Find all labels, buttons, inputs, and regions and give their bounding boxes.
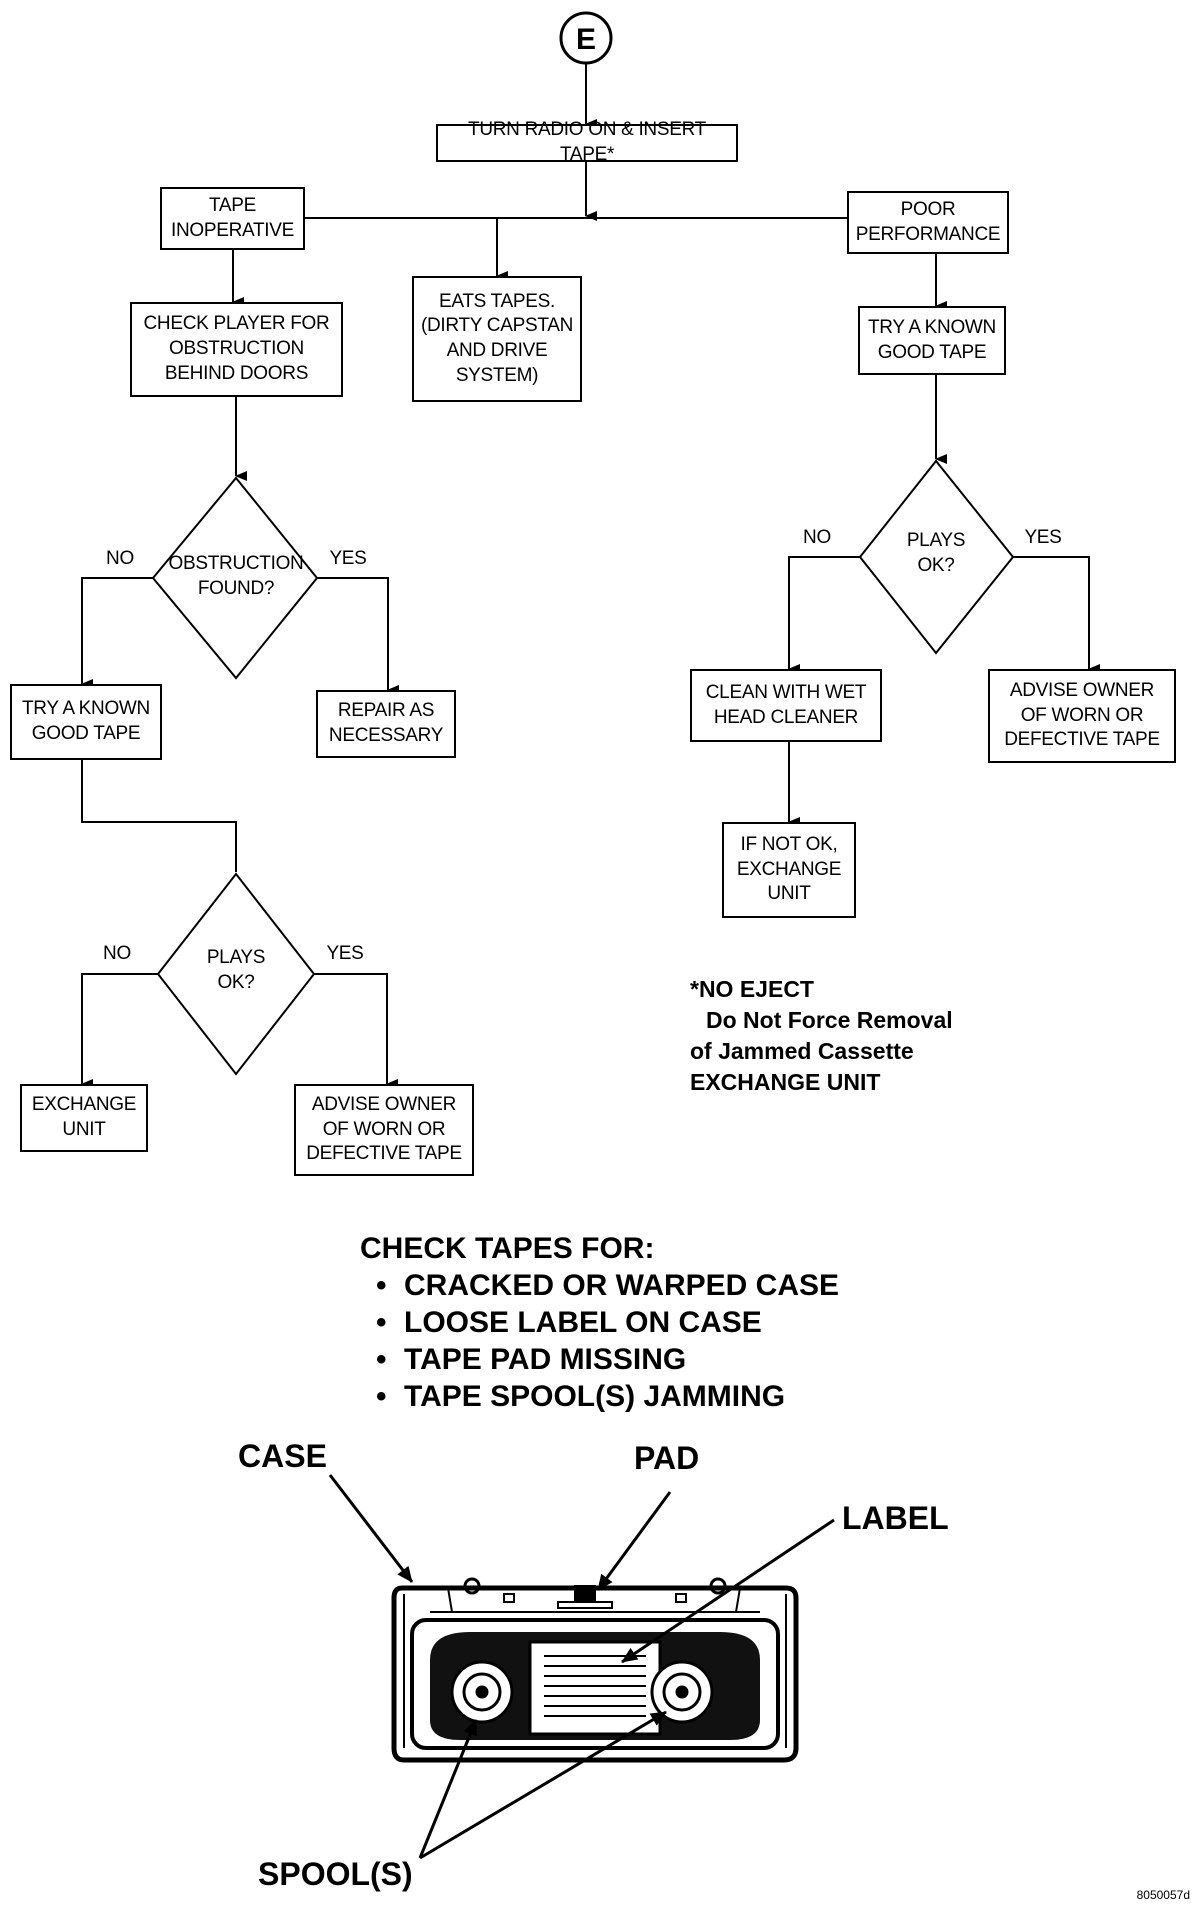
plays-ok-left-label: PLAYS OK? xyxy=(206,947,266,993)
eats-tapes-box: EATS TAPES. (DIRTY CAPSTAN AND DRIVE SYS… xyxy=(412,276,582,402)
case-leader-line xyxy=(328,1474,414,1583)
checklist-item: •LOOSE LABEL ON CASE xyxy=(376,1306,762,1339)
tape-inoperative-box: TAPE INOPERATIVE xyxy=(160,187,305,250)
repair-as-necessary-box: REPAIR AS NECESSARY xyxy=(316,690,456,758)
cassette-spool-left xyxy=(450,1660,514,1724)
decision-diamond-plays-ok-right xyxy=(858,459,1015,655)
advise-owner-left-box: ADVISE OWNER OF WORN OR DEFECTIVE TAPE xyxy=(294,1084,474,1176)
if-not-ok-box: IF NOT OK, EXCHANGE UNIT xyxy=(722,822,856,918)
note-line: *NO EJECT xyxy=(690,976,814,1002)
checklist-heading: CHECK TAPES FOR: xyxy=(360,1232,655,1265)
label-callout: LABEL xyxy=(842,1500,949,1536)
spools-callout: SPOOL(S) xyxy=(258,1856,413,1892)
check-player-box: CHECK PLAYER FOR OBSTRUCTION BEHIND DOOR… xyxy=(130,302,343,397)
connector-line xyxy=(788,556,860,674)
label-leader-line xyxy=(621,1518,835,1664)
case-callout: CASE xyxy=(238,1438,327,1474)
bullet-icon: • xyxy=(376,1269,387,1302)
bullet-icon: • xyxy=(376,1306,387,1339)
spool-leader-line-right xyxy=(419,1710,667,1860)
connector-line xyxy=(81,973,158,1089)
cassette-illustration xyxy=(391,1577,799,1763)
pad-leader-line xyxy=(596,1491,672,1591)
yes-label: YES xyxy=(326,943,364,964)
cassette-spool-right xyxy=(650,1660,714,1724)
checklist-item: •TAPE PAD MISSING xyxy=(376,1343,687,1376)
advise-owner-right-box: ADVISE OWNER OF WORN OR DEFECTIVE TAPE xyxy=(988,669,1176,763)
no-label: NO xyxy=(803,527,831,548)
start-connector-letter: E xyxy=(576,23,596,56)
bullet-icon: • xyxy=(376,1380,387,1413)
try-known-tape-right-box: TRY A KNOWN GOOD TAPE xyxy=(858,306,1006,375)
connector-line xyxy=(81,577,153,689)
yes-label: YES xyxy=(329,548,367,569)
plays-ok-right-label: PLAYS OK? xyxy=(906,530,966,576)
checklist-item: •TAPE SPOOL(S) JAMMING xyxy=(376,1380,786,1413)
cassette-pad xyxy=(574,1585,596,1603)
decision-diamond-obstruction xyxy=(151,476,319,680)
note-line: Do Not Force Removal xyxy=(706,1007,953,1033)
exchange-unit-box: EXCHANGE UNIT xyxy=(20,1084,148,1152)
check-tapes-list: CHECK TAPES FOR: •CRACKED OR WARPED CASE… xyxy=(360,1230,839,1415)
no-label: NO xyxy=(106,548,134,569)
try-known-tape-left-box: TRY A KNOWN GOOD TAPE xyxy=(10,684,162,760)
no-label: NO xyxy=(103,943,131,964)
poor-performance-box: POOR PERFORMANCE xyxy=(847,191,1009,254)
no-eject-note: *NO EJECT Do Not Force Removal of Jammed… xyxy=(690,974,953,1098)
decision-diamond-plays-ok-left xyxy=(156,872,316,1076)
turn-radio-on-box: TURN RADIO ON & INSERT TAPE* xyxy=(436,119,738,165)
note-line: of Jammed Cassette xyxy=(690,1038,914,1064)
figure-id: 8050057d xyxy=(1136,1888,1190,1902)
start-connector: E xyxy=(559,11,613,65)
obstruction-found-label: OBSTRUCTION FOUND? xyxy=(168,553,304,599)
clean-head-box: CLEAN WITH WET HEAD CLEANER xyxy=(690,669,882,742)
yes-label: YES xyxy=(1024,527,1062,548)
spool-leader-line-left xyxy=(418,1719,478,1859)
pad-callout: PAD xyxy=(634,1440,700,1476)
bullet-icon: • xyxy=(376,1343,387,1376)
note-line: EXCHANGE UNIT xyxy=(690,1069,881,1095)
cassette-case xyxy=(391,1585,799,1763)
connector-line xyxy=(81,760,237,872)
connector-line xyxy=(314,973,398,1089)
checklist-item: •CRACKED OR WARPED CASE xyxy=(376,1269,840,1302)
connector-line xyxy=(317,577,399,695)
connector-line xyxy=(1013,556,1100,674)
